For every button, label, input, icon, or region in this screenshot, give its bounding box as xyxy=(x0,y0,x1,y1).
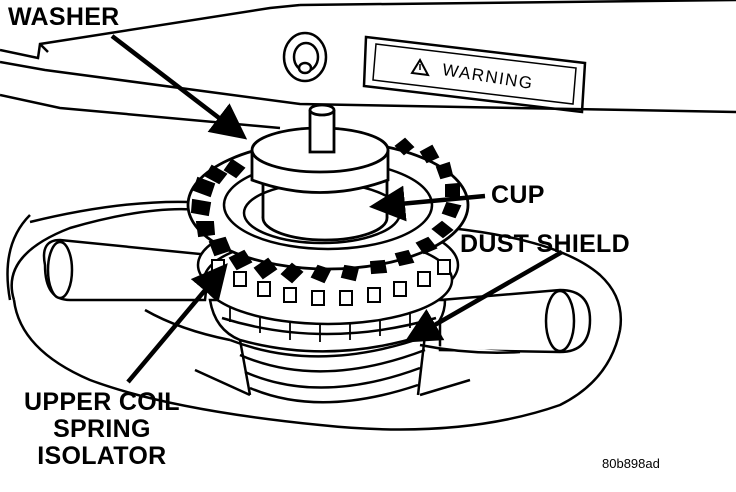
washer-label: WASHER xyxy=(8,3,120,31)
dust-shield-arrow xyxy=(404,250,564,343)
isolator-label-line-1: UPPER COIL xyxy=(24,388,180,416)
callout-arrows xyxy=(110,34,564,384)
dust-shield-label: DUST SHIELD xyxy=(460,230,630,258)
cup-label: CUP xyxy=(491,181,545,209)
figure-code: 80b898ad xyxy=(602,456,660,471)
warning-placard xyxy=(362,35,587,114)
mount-stud xyxy=(282,31,328,83)
shock-tower-panel xyxy=(0,0,736,301)
spring-seat-plate xyxy=(10,200,623,431)
strut-shaft xyxy=(308,103,336,154)
cup-arrow xyxy=(369,185,486,222)
coil-spring xyxy=(194,333,471,404)
warning-triangle-icon xyxy=(410,57,430,77)
control-arm xyxy=(42,238,592,354)
upper-coil-spring-isolator-label: UPPER COIL SPRING ISOLATOR xyxy=(24,389,180,470)
washer-arrow xyxy=(110,34,248,140)
isolator-arrow xyxy=(126,263,228,384)
isolator-label-line-2: SPRING xyxy=(53,415,151,443)
isolator-label-line-3: ISOLATOR xyxy=(37,442,167,470)
